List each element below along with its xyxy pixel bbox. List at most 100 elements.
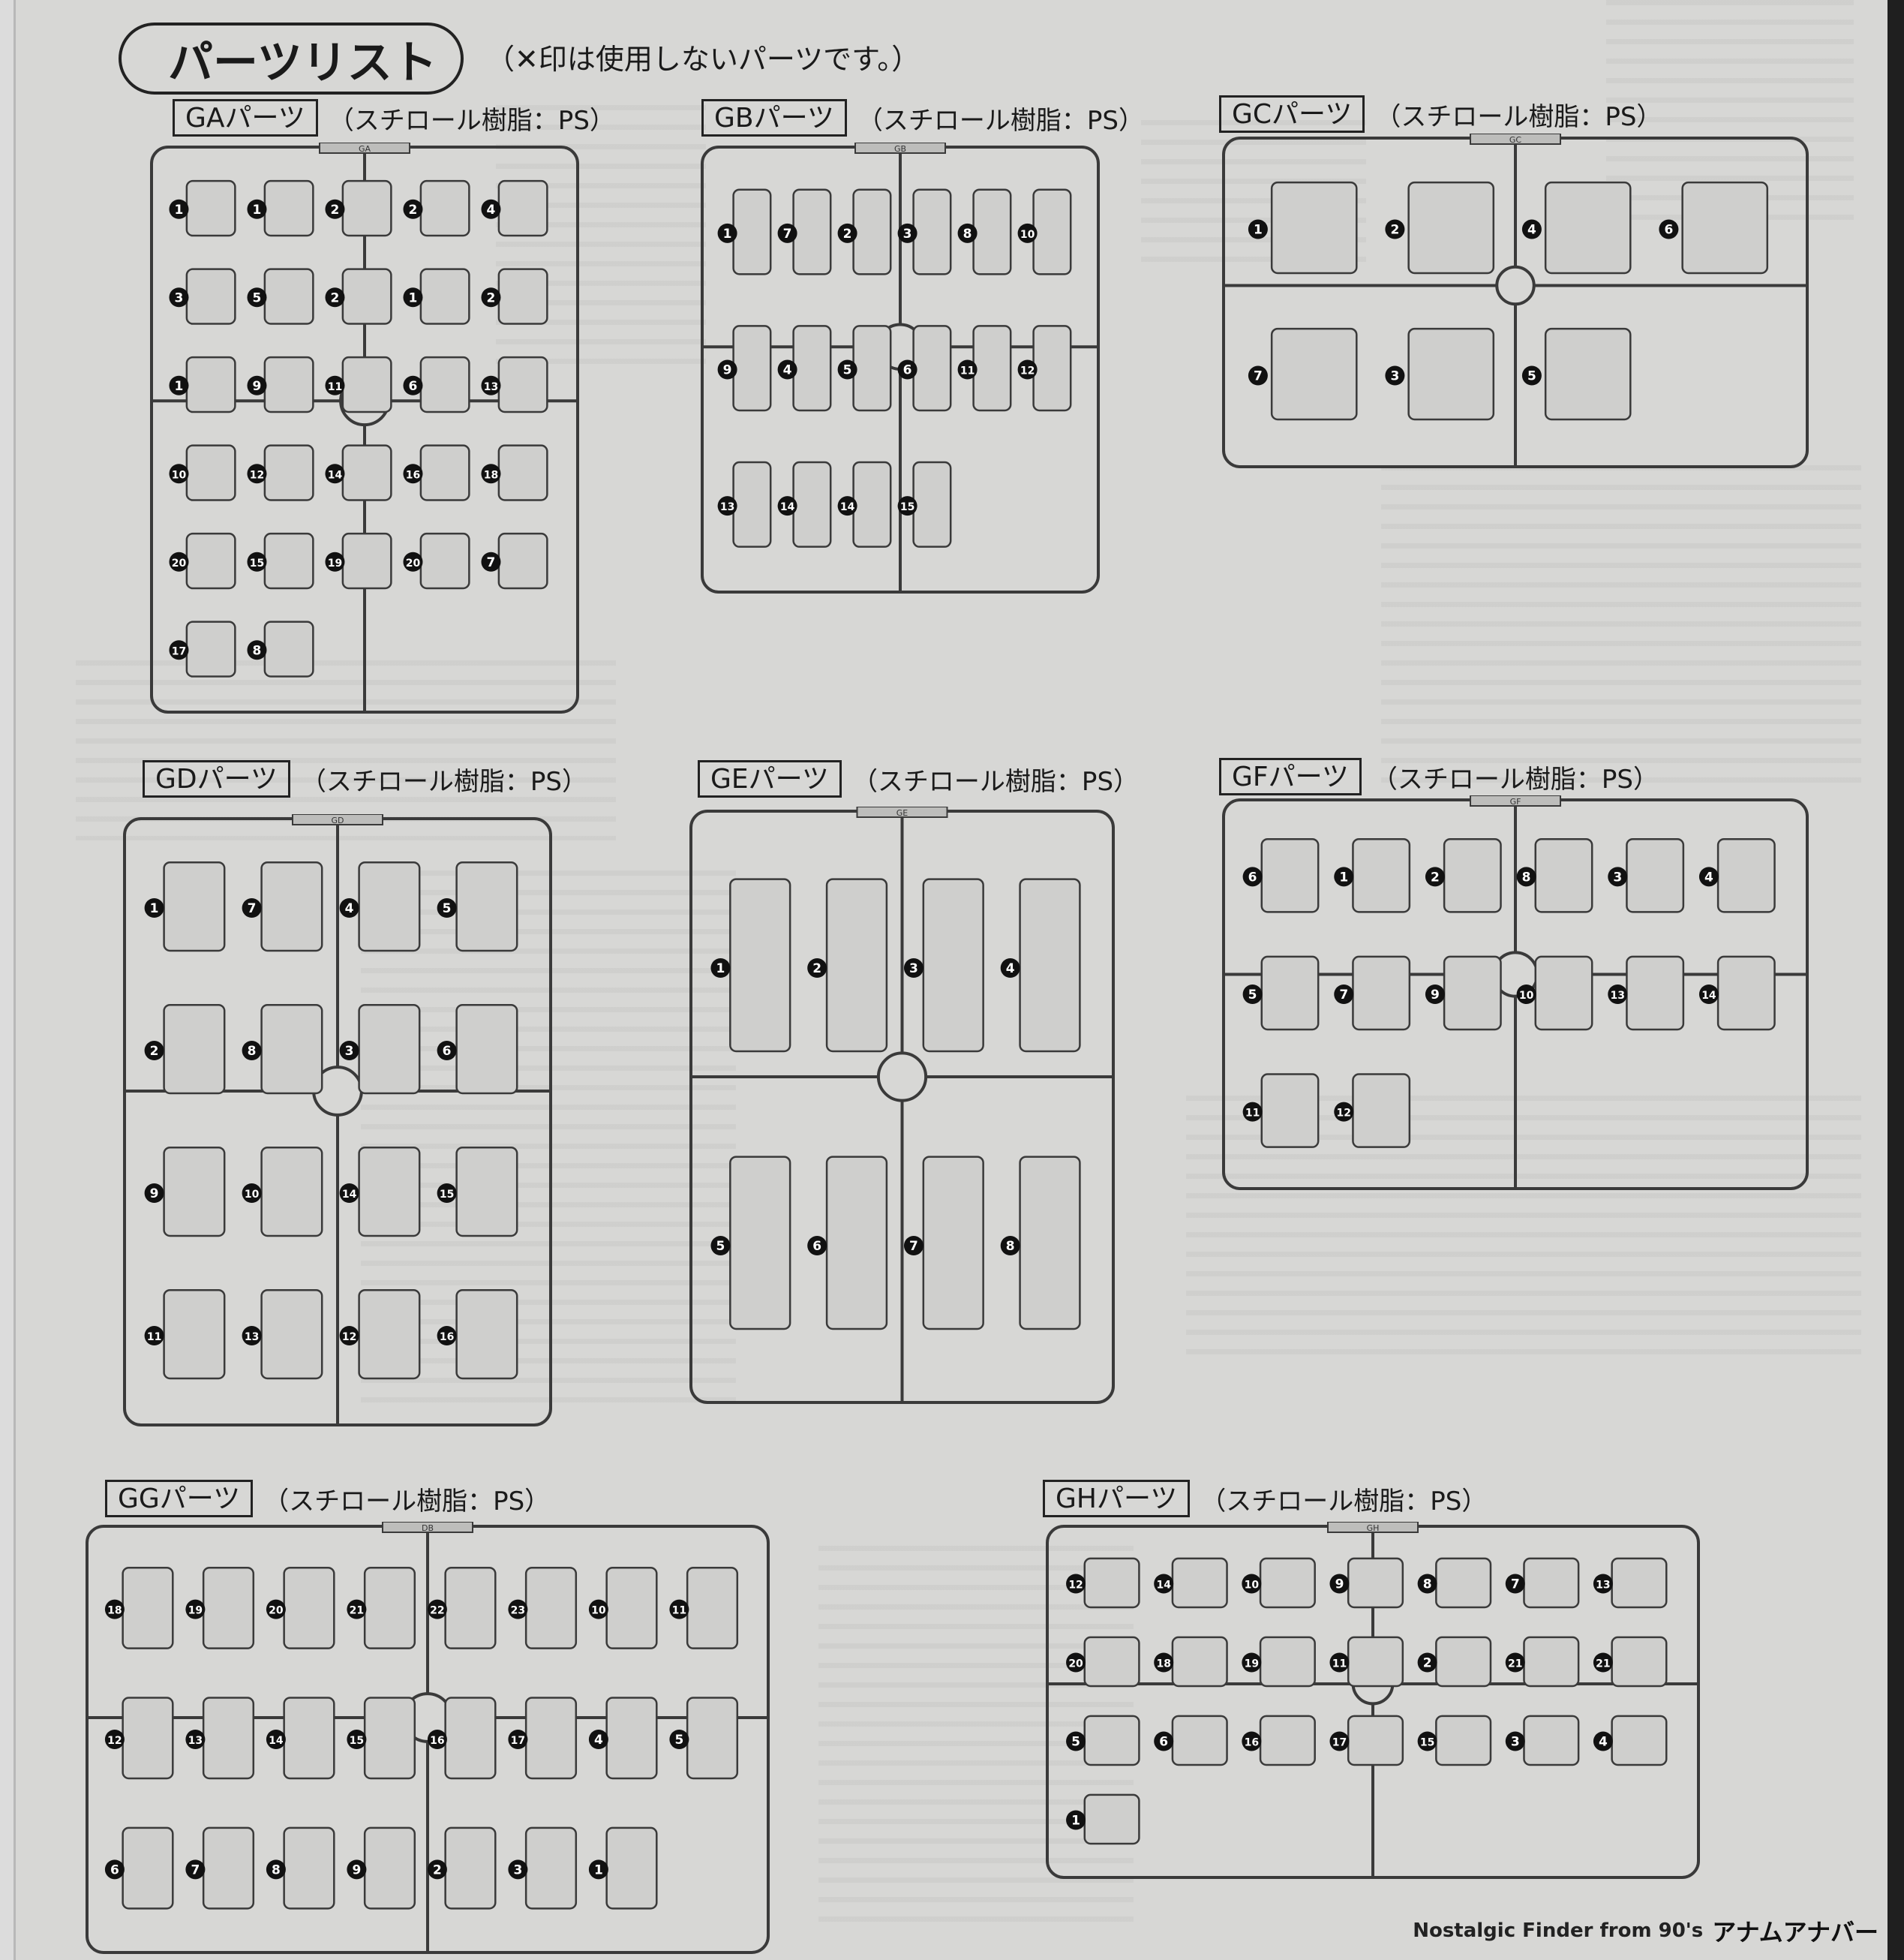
part-number-marker: 1 — [247, 199, 267, 219]
section-material: （スチロール樹脂：PS） — [851, 766, 1140, 797]
part-number-marker: 6 — [437, 1041, 457, 1060]
part-ga-4 — [497, 179, 548, 237]
part-gb-10 — [1032, 188, 1072, 275]
part-number-marker: 21 — [1505, 1652, 1525, 1673]
part-number-marker: 9 — [347, 1859, 367, 1880]
svg-text:6: 6 — [1159, 1735, 1168, 1750]
svg-text:12: 12 — [1337, 1108, 1351, 1120]
runner-tab — [1327, 1522, 1419, 1533]
svg-text:11: 11 — [1332, 1658, 1347, 1670]
part-number-marker: 2 — [325, 287, 345, 308]
part-gg-20 — [283, 1566, 335, 1649]
part-gb-15 — [912, 461, 952, 548]
svg-text:7: 7 — [1511, 1577, 1520, 1592]
part-ga-10 — [185, 444, 236, 501]
svg-text:14: 14 — [1156, 1580, 1171, 1592]
part-number-marker: 3 — [1385, 365, 1405, 386]
part-number-marker: 3 — [897, 223, 917, 243]
svg-text:2: 2 — [1390, 223, 1399, 238]
part-number-marker: 12 — [1066, 1574, 1086, 1594]
svg-text:5: 5 — [443, 901, 452, 916]
part-gg-15 — [363, 1697, 416, 1780]
part-number-marker: 22 — [427, 1599, 447, 1619]
svg-text:15: 15 — [250, 558, 264, 570]
part-gf-2 — [1443, 837, 1502, 913]
part-number-marker: 18 — [481, 464, 501, 484]
svg-text:10: 10 — [245, 1189, 260, 1201]
part-gf-3 — [1626, 837, 1685, 913]
part-gg-11 — [686, 1566, 739, 1649]
svg-text:20: 20 — [269, 1605, 284, 1617]
part-gf-1 — [1352, 837, 1411, 913]
section-material: （スチロール樹脂：PS） — [328, 105, 615, 136]
part-number-marker: 14 — [339, 1183, 359, 1203]
part-ga-17 — [185, 621, 236, 678]
part-ge-2 — [825, 878, 888, 1053]
part-gg-17 — [524, 1697, 578, 1780]
svg-text:13: 13 — [188, 1735, 203, 1747]
svg-text:22: 22 — [430, 1605, 444, 1617]
svg-text:1: 1 — [594, 1862, 603, 1877]
part-gd-11 — [163, 1288, 226, 1380]
part-number-marker: 8 — [1417, 1574, 1437, 1594]
part-number-marker: 6 — [403, 375, 423, 395]
svg-text:8: 8 — [963, 227, 972, 242]
part-number-marker: 2 — [1385, 219, 1405, 239]
runner-hub — [876, 1051, 928, 1102]
part-number-marker: 10 — [242, 1183, 262, 1203]
part-gb-8 — [972, 188, 1012, 275]
part-number-marker: 11 — [325, 375, 345, 395]
part-number-marker: 19 — [325, 552, 345, 572]
part-number-marker: 20 — [1066, 1652, 1086, 1673]
svg-text:4: 4 — [1527, 223, 1536, 238]
part-gf-10 — [1534, 955, 1593, 1031]
part-gc-6 — [1681, 181, 1769, 275]
runner-tab — [292, 814, 383, 825]
section-material: （スチロール樹脂：PS） — [263, 1486, 551, 1517]
part-number-marker: 8 — [266, 1859, 286, 1880]
part-gb-1 — [732, 188, 772, 275]
runner-tab — [319, 143, 410, 154]
svg-text:12: 12 — [1020, 365, 1035, 377]
section-label-gg: GGパーツ （スチロール樹脂：PS） — [105, 1480, 550, 1517]
svg-text:10: 10 — [1020, 229, 1035, 241]
svg-text:12: 12 — [342, 1331, 356, 1343]
svg-text:3: 3 — [175, 290, 184, 305]
part-ge-5 — [729, 1156, 791, 1330]
runner-code: DB — [422, 1523, 434, 1533]
part-number-marker: 9 — [1329, 1574, 1350, 1594]
part-gh-6 — [1171, 1715, 1228, 1766]
part-gh-19 — [1259, 1636, 1316, 1688]
part-number-marker: 7 — [1334, 985, 1354, 1004]
svg-text:11: 11 — [328, 381, 342, 393]
svg-text:4: 4 — [783, 363, 792, 378]
part-number-marker: 7 — [903, 1236, 923, 1255]
part-number-marker: 4 — [339, 898, 359, 918]
svg-text:3: 3 — [1613, 870, 1622, 885]
part-number-marker: 20 — [266, 1599, 286, 1619]
section-material: （スチロール樹脂：PS） — [1375, 101, 1662, 132]
svg-text:2: 2 — [1431, 870, 1440, 885]
part-number-marker: 1 — [717, 223, 737, 243]
runner-tab — [854, 143, 946, 154]
svg-text:15: 15 — [1420, 1737, 1434, 1749]
svg-text:4: 4 — [345, 901, 354, 916]
part-number-marker: 4 — [777, 359, 797, 380]
part-number-marker: 5 — [247, 287, 267, 308]
section-label-gc: GCパーツ （スチロール樹脂：PS） — [1219, 95, 1662, 133]
svg-text:14: 14 — [780, 501, 795, 513]
page-title-text: パーツリスト — [168, 36, 437, 89]
svg-text:9: 9 — [1335, 1577, 1344, 1592]
part-number-marker: 2 — [325, 199, 345, 219]
svg-text:6: 6 — [1248, 870, 1257, 885]
part-number-marker: 7 — [777, 223, 797, 243]
svg-text:10: 10 — [1245, 1580, 1260, 1592]
part-ga-1 — [419, 268, 470, 325]
svg-text:16: 16 — [1245, 1737, 1259, 1749]
svg-text:18: 18 — [107, 1605, 122, 1617]
